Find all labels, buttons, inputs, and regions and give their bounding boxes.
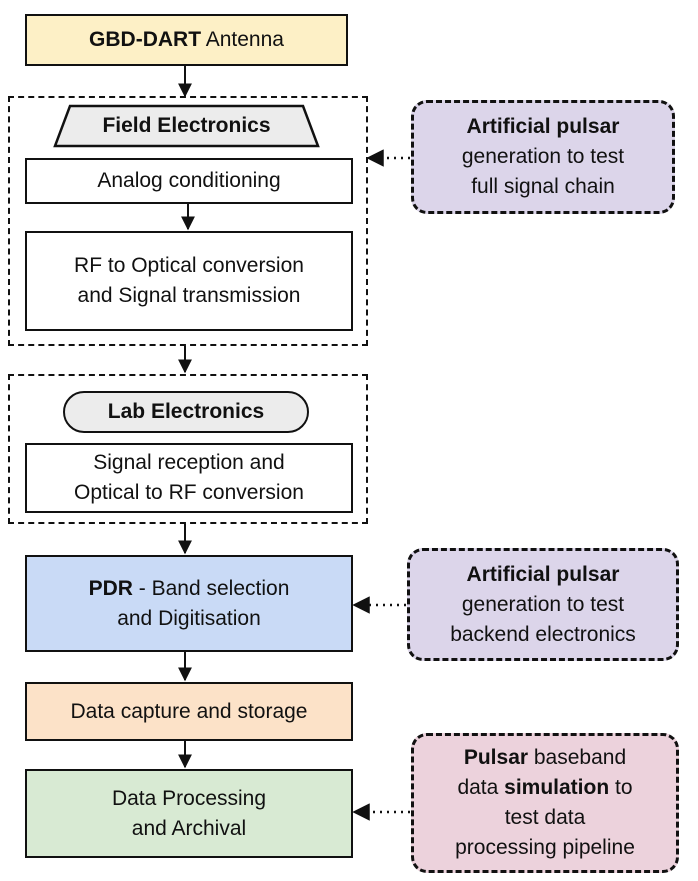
artificial-pulsar-backend-box: Artificial pulsar generation to test backe… (407, 548, 679, 661)
side3-l3: test data (504, 806, 586, 829)
side1-line3: full signal chain (471, 175, 615, 198)
signal-reception-line2: Optical to RF conversion (74, 481, 304, 504)
lab-electronics-group (8, 374, 368, 524)
data-processing-box: Data Processing and Archival (25, 769, 353, 858)
side3-l2-a: data (457, 776, 505, 799)
side3-l1-bold: Pulsar (463, 746, 529, 769)
data-processing-line1: Data Processing (111, 786, 267, 810)
pdr-bold: PDR (88, 576, 133, 600)
side1-bold: Artificial pulsar (466, 115, 620, 138)
analog-conditioning-box: Analog conditioning (25, 158, 353, 204)
lab-electronics-title-text: Lab Electronics (107, 400, 265, 423)
analog-conditioning-label: Analog conditioning (97, 169, 281, 192)
rf-optical-line1: RF to Optical conversion (74, 254, 304, 277)
rf-optical-line2: and Signal transmission (77, 284, 301, 307)
lab-electronics-title: Lab Electronics (63, 391, 309, 433)
artificial-pulsar-chain-box: Artificial pulsar generation to test full … (411, 100, 675, 214)
data-processing-line2: and Archival (131, 816, 247, 840)
pdr-text: - Band selection (132, 576, 290, 600)
pdr-line2: and Digitisation (117, 606, 261, 630)
data-capture-label: Data capture and storage (70, 699, 308, 723)
field-electronics-group (8, 96, 368, 346)
signal-reception-line1: Signal reception and (93, 451, 285, 474)
data-capture-box: Data capture and storage (25, 682, 353, 741)
antenna-text: Antenna (201, 28, 284, 51)
antenna-bold: GBD-DART (89, 28, 202, 51)
rf-optical-box: RF to Optical conversion and Signal trans… (25, 231, 353, 331)
side3-l1-rest: baseband (528, 746, 627, 769)
side2-bold: Artificial pulsar (466, 562, 620, 586)
pulsar-simulation-box: Pulsar baseband data simulation to test … (411, 733, 679, 873)
field-electronics-title: Field Electronics (102, 114, 271, 137)
side1-line2: generation to test (461, 145, 625, 168)
side2-line3: backend electronics (450, 622, 636, 646)
antenna-box: GBD-DART Antenna (25, 14, 348, 66)
side3-l4: processing pipeline (455, 836, 635, 859)
side2-line2: generation to test (461, 592, 625, 616)
side3-l2-bold: simulation (504, 776, 610, 799)
pdr-box: PDR - Band selection and Digitisation (25, 555, 353, 652)
side3-l2-b: to (609, 776, 633, 799)
